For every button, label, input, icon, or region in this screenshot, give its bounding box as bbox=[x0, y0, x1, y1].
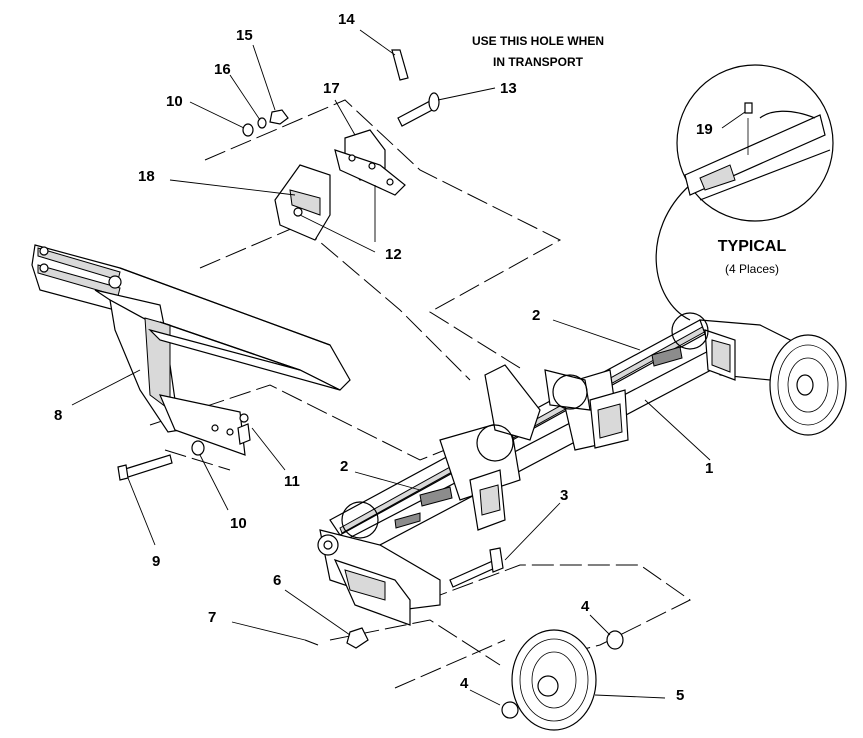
front-wheel bbox=[501, 629, 624, 731]
callout-11: 11 bbox=[284, 473, 300, 490]
callout-numbers: 1 2 2 3 4 4 5 6 7 8 9 10 11 12 13 14 15 … bbox=[54, 11, 713, 704]
axle-frame bbox=[317, 319, 801, 626]
callout-19: 19 bbox=[696, 121, 713, 138]
callout-10-upper: 10 bbox=[166, 93, 183, 110]
grease-point-circles bbox=[341, 312, 709, 539]
notes: USE THIS HOLE WHEN IN TRANSPORT TYPICAL … bbox=[472, 34, 786, 276]
callout-15: 15 bbox=[236, 27, 253, 44]
typical-title: TYPICAL bbox=[718, 238, 787, 255]
callout-9: 9 bbox=[152, 553, 160, 570]
callout-6: 6 bbox=[273, 572, 281, 589]
callout-4-upper: 4 bbox=[581, 598, 590, 615]
callout-17: 17 bbox=[323, 80, 340, 97]
callout-2-front: 2 bbox=[340, 458, 348, 475]
front-hardware bbox=[304, 547, 504, 649]
callout-4-lower: 4 bbox=[460, 675, 469, 692]
callout-1: 1 bbox=[705, 460, 713, 477]
rear-wheel bbox=[769, 334, 847, 436]
transport-note-line2: IN TRANSPORT bbox=[493, 55, 584, 69]
callout-12: 12 bbox=[385, 246, 402, 263]
transport-note-line1: USE THIS HOLE WHEN bbox=[472, 34, 604, 48]
typical-detail bbox=[655, 64, 834, 321]
callout-7: 7 bbox=[208, 609, 216, 626]
top-hardware bbox=[242, 49, 440, 241]
callout-14: 14 bbox=[338, 11, 355, 28]
hitch-tongue bbox=[31, 244, 351, 456]
callout-18: 18 bbox=[138, 168, 155, 185]
callout-13: 13 bbox=[500, 80, 517, 97]
callout-8: 8 bbox=[54, 407, 62, 424]
callout-2-rear: 2 bbox=[532, 307, 540, 324]
callout-10-lower: 10 bbox=[230, 515, 247, 532]
hitch-hardware bbox=[117, 413, 251, 481]
callout-3: 3 bbox=[560, 487, 568, 504]
typical-subtitle: (4 Places) bbox=[725, 262, 779, 276]
leader-lines bbox=[71, 29, 746, 706]
callout-5: 5 bbox=[676, 687, 684, 704]
callout-16: 16 bbox=[214, 61, 231, 78]
